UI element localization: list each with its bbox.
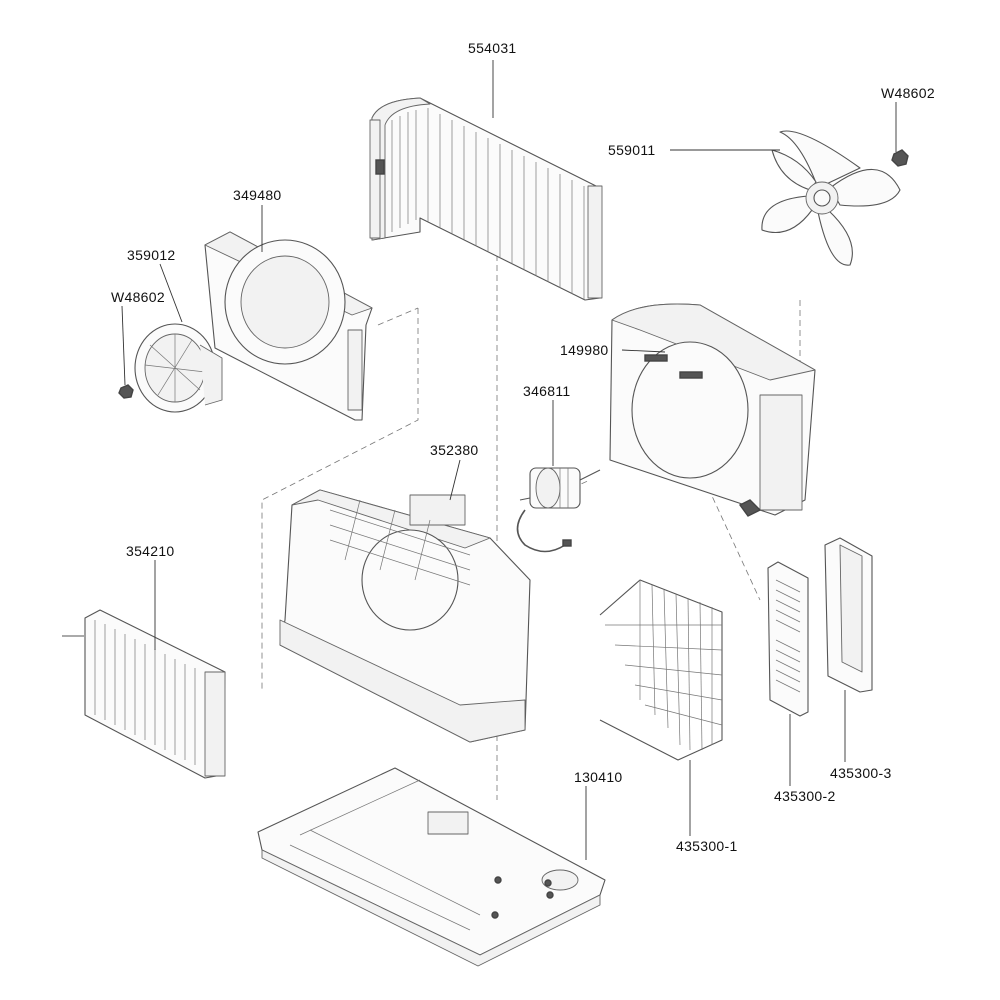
- label-354210: 354210: [126, 543, 175, 559]
- evaporator-coil: [369, 97, 603, 301]
- blower-housing: [204, 231, 373, 421]
- label-559011: 559011: [608, 142, 655, 158]
- side-panel: [824, 537, 873, 693]
- condenser-coil: [62, 609, 226, 779]
- fan-nut-top: [891, 149, 909, 167]
- evaporator-fins: [391, 108, 585, 299]
- blower-wheel: [134, 323, 223, 413]
- leader-lines: [121, 60, 897, 860]
- label-346811: 346811: [523, 383, 570, 399]
- base-pan: [257, 767, 606, 967]
- label-W48602-top: W48602: [881, 85, 935, 101]
- label-130410: 130410: [574, 769, 623, 785]
- condenser-shroud: [609, 303, 816, 517]
- louver-panel: [767, 561, 809, 717]
- label-349480: 349480: [233, 187, 282, 203]
- part-labels: 554031 W48602 559011 349480 359012 W4860…: [111, 40, 935, 854]
- wire-guard: [599, 579, 723, 761]
- condenser-fins: [94, 620, 196, 765]
- fan-nut-left: [118, 384, 134, 399]
- label-359012: 359012: [127, 247, 176, 263]
- condenser-fan-blade: [761, 130, 901, 266]
- fan-motor: [516, 467, 601, 553]
- label-149980: 149980: [560, 342, 609, 358]
- label-554031: 554031: [468, 40, 517, 56]
- label-435300-3: 435300-3: [830, 765, 892, 781]
- label-435300-2: 435300-2: [774, 788, 836, 804]
- label-435300-1: 435300-1: [676, 838, 738, 854]
- label-W48602-left: W48602: [111, 289, 165, 305]
- bulkhead-chassis: [279, 489, 531, 743]
- label-352380: 352380: [430, 442, 479, 458]
